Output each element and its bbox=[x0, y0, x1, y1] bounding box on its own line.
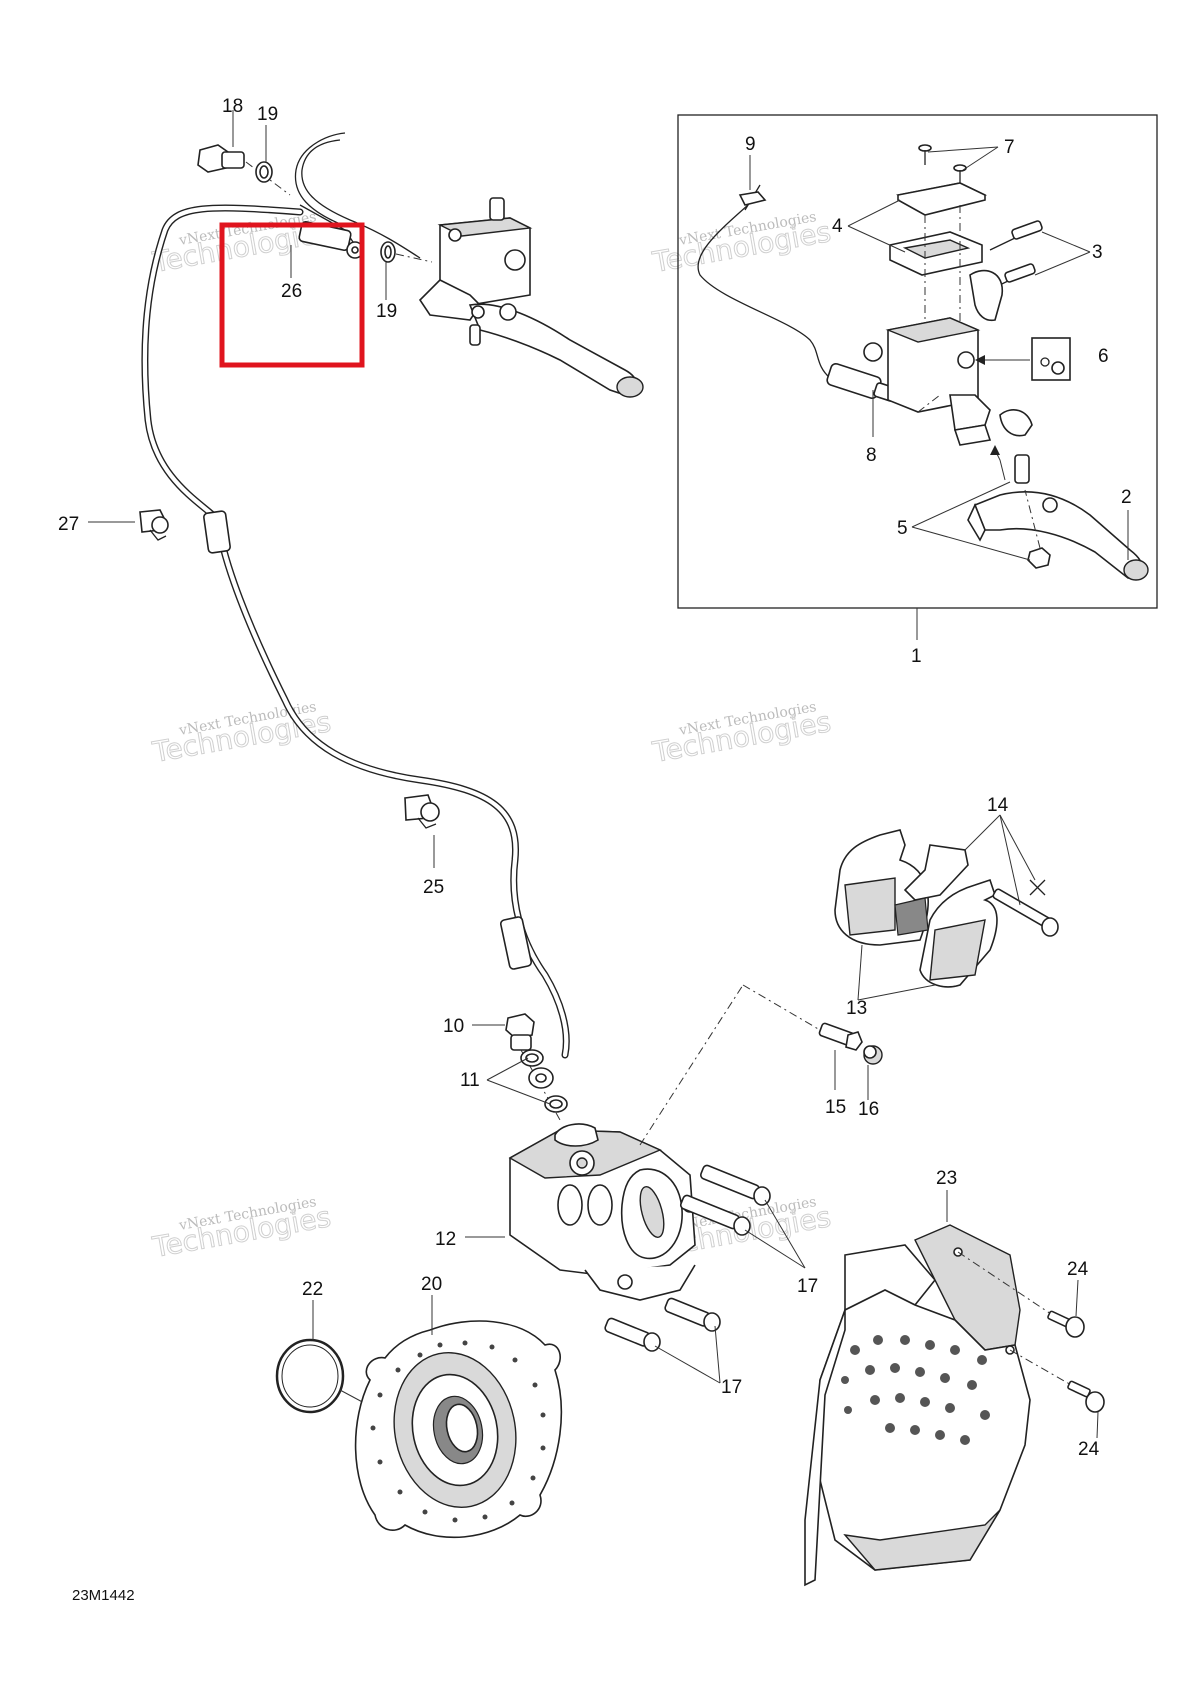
reference-code: 23M1442 bbox=[72, 1587, 135, 1604]
callout-20: 20 bbox=[421, 1274, 442, 1295]
callout-9: 9 bbox=[745, 134, 756, 155]
disc-guard-23 bbox=[804, 1224, 1081, 1587]
washer-19-top bbox=[255, 161, 273, 183]
brake-pads-13 bbox=[834, 829, 1059, 988]
callout-13: 13 bbox=[846, 998, 867, 1019]
callout-24-lower: 24 bbox=[1078, 1439, 1100, 1460]
bleeder-screw-15 bbox=[818, 1022, 863, 1051]
brake-disc-20 bbox=[354, 1320, 563, 1539]
callout-15: 15 bbox=[825, 1097, 846, 1118]
callout-17-upper: 17 bbox=[797, 1276, 818, 1297]
callout-27: 27 bbox=[58, 514, 79, 535]
washer-19-right bbox=[380, 241, 433, 263]
callout-8: 8 bbox=[866, 445, 877, 466]
bolt-17-lower bbox=[604, 1297, 721, 1352]
screw-24-upper bbox=[1047, 1310, 1085, 1338]
callout-19-top: 19 bbox=[257, 104, 278, 125]
callout-5: 5 bbox=[897, 518, 908, 539]
brake-caliper-12 bbox=[508, 1123, 698, 1301]
callout-25: 25 bbox=[423, 877, 444, 898]
callout-11: 11 bbox=[460, 1070, 480, 1091]
callout-2: 2 bbox=[1121, 487, 1132, 508]
washer-11 bbox=[520, 1049, 568, 1113]
callout-1: 1 bbox=[911, 646, 922, 667]
clip-27 bbox=[139, 509, 169, 541]
screw-24-lower bbox=[1067, 1380, 1105, 1413]
bleeder-cap-16 bbox=[863, 1045, 883, 1065]
callout-6: 6 bbox=[1098, 346, 1109, 367]
banjo-bolt-18 bbox=[197, 144, 291, 196]
callout-labels: 18 19 26 19 9 7 4 3 6 8 2 5 1 27 25 14 1… bbox=[58, 96, 1132, 1604]
callout-7: 7 bbox=[1004, 137, 1015, 158]
clip-25 bbox=[404, 794, 440, 829]
master-cylinder bbox=[294, 132, 644, 398]
callout-23: 23 bbox=[936, 1168, 957, 1189]
callout-3: 3 bbox=[1092, 242, 1103, 263]
callout-24-upper: 24 bbox=[1067, 1259, 1089, 1280]
callout-19-right: 19 bbox=[376, 301, 397, 322]
leader-lines bbox=[88, 110, 1129, 1439]
brake-hose bbox=[141, 204, 570, 1059]
callout-22: 22 bbox=[302, 1279, 323, 1300]
banjo-lower bbox=[528, 1067, 554, 1089]
highlight-box bbox=[219, 222, 365, 368]
callout-10: 10 bbox=[443, 1016, 464, 1037]
callout-17-lower: 17 bbox=[721, 1377, 742, 1398]
banjo-fitting-26 bbox=[298, 204, 364, 259]
callout-4: 4 bbox=[832, 216, 843, 237]
inset-master-cylinder-kit bbox=[677, 114, 1158, 640]
bolt-3 bbox=[982, 220, 1043, 294]
callout-14: 14 bbox=[987, 795, 1009, 816]
callout-18: 18 bbox=[222, 96, 243, 117]
callout-16: 16 bbox=[858, 1099, 879, 1120]
callout-12: 12 bbox=[435, 1229, 456, 1250]
callout-26: 26 bbox=[281, 281, 302, 302]
